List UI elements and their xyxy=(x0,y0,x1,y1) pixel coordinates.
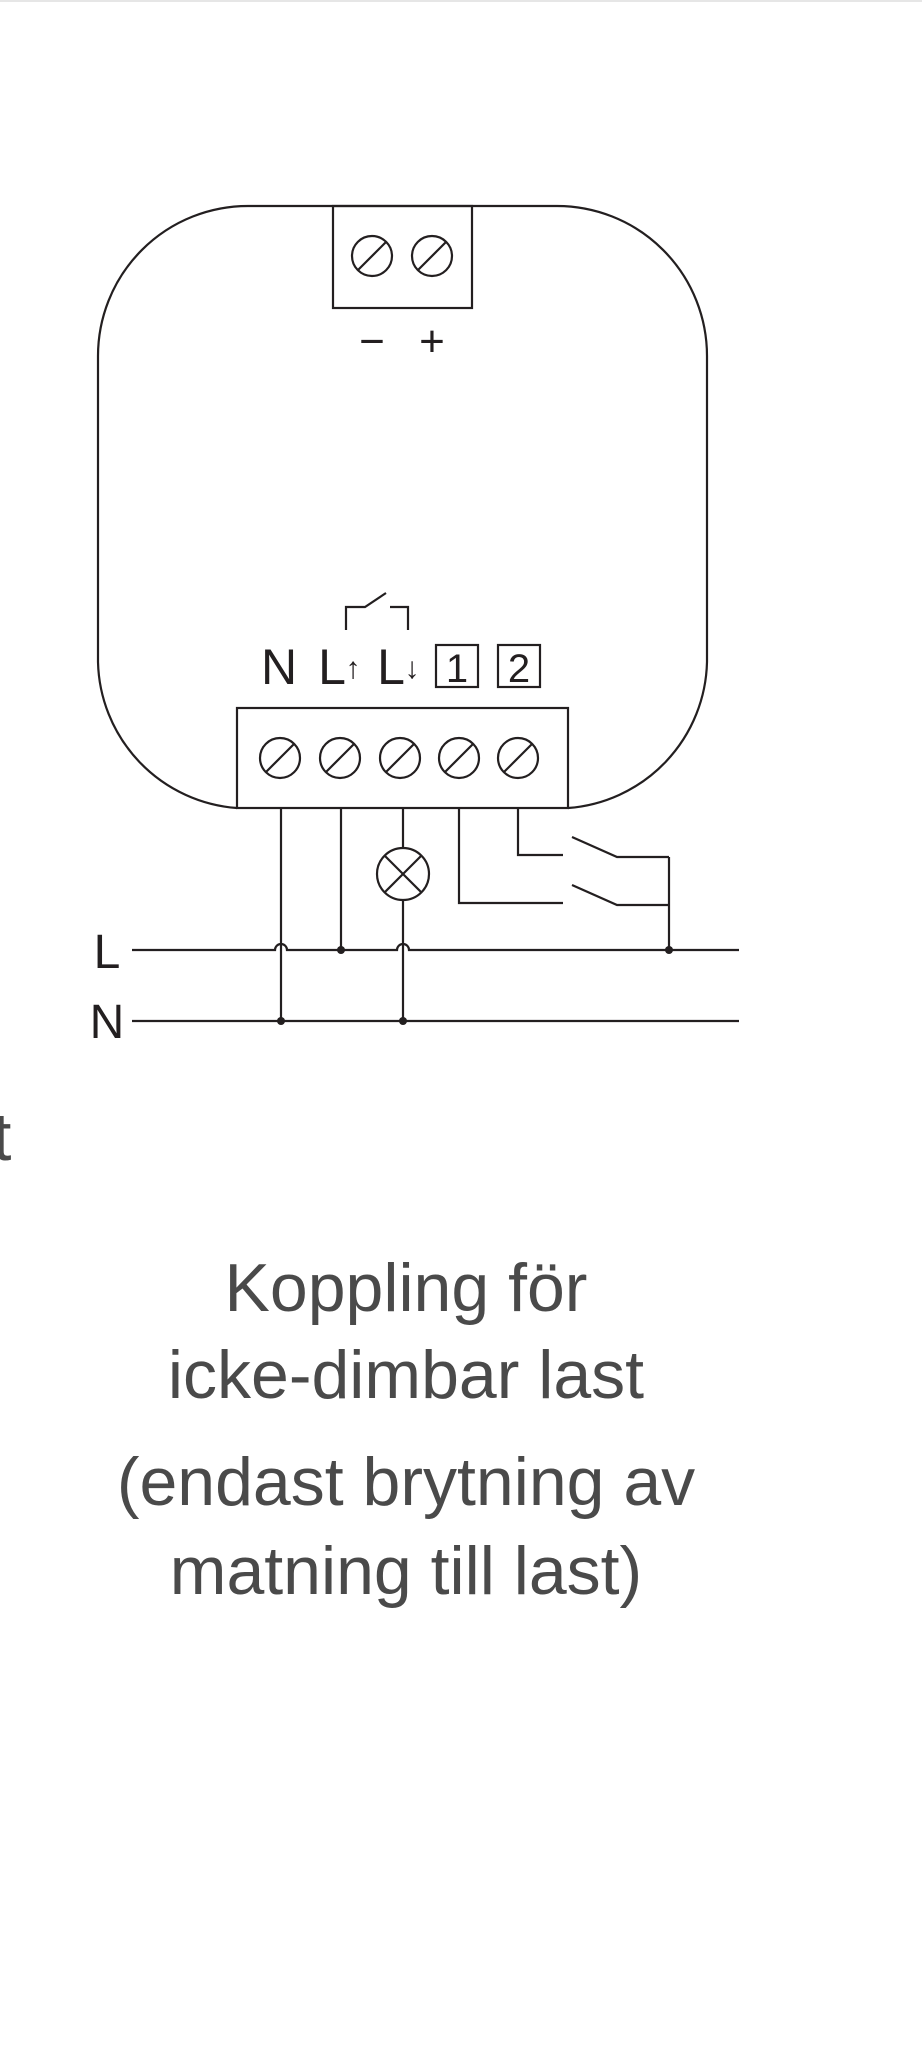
caption-line-1: Koppling för xyxy=(225,1250,588,1326)
terminal-label-l-in: L xyxy=(318,639,346,695)
wire-input-2 xyxy=(516,808,563,857)
input-box-1 xyxy=(434,643,480,689)
switch-icon xyxy=(571,883,669,907)
screw-icon xyxy=(318,736,362,780)
plus-label: + xyxy=(419,317,445,366)
power-terminal-block xyxy=(331,204,474,310)
input-box-2 xyxy=(496,643,542,689)
lamp-icon xyxy=(375,846,431,902)
junction-dot xyxy=(665,946,673,954)
cropped-text-fragment: t xyxy=(0,1099,12,1175)
mains-label-n: N xyxy=(90,996,125,1049)
screw-icon xyxy=(350,234,394,278)
wire-input-1 xyxy=(457,808,563,905)
screw-icon xyxy=(410,234,454,278)
terminal-label-1: 1 xyxy=(446,647,468,691)
caption-line-3: (endast brytning av xyxy=(117,1444,695,1520)
terminal-label-n: N xyxy=(261,639,297,695)
screw-icon xyxy=(437,736,481,780)
top-divider xyxy=(0,0,922,2)
relay-contact-icon xyxy=(344,592,410,630)
screw-icon xyxy=(258,736,302,780)
junction-dot xyxy=(277,1017,285,1025)
caption-line-2: icke-dimbar last xyxy=(168,1337,644,1413)
screw-icon xyxy=(496,736,540,780)
screw-icon xyxy=(378,736,422,780)
junction-dot xyxy=(337,946,345,954)
minus-label: − xyxy=(359,317,385,366)
arrow-down-icon: ↓ xyxy=(405,652,420,685)
terminal-label-2: 2 xyxy=(508,647,530,691)
terminal-label-l-out: L xyxy=(377,639,405,695)
line-conductor xyxy=(132,942,739,952)
junction-dot xyxy=(399,1017,407,1025)
switch-icon xyxy=(571,835,669,859)
device-body xyxy=(96,204,709,810)
mains-label-l: L xyxy=(94,926,121,979)
arrow-up-icon: ↑ xyxy=(346,652,361,685)
caption-line-4: matning till last) xyxy=(170,1533,642,1609)
